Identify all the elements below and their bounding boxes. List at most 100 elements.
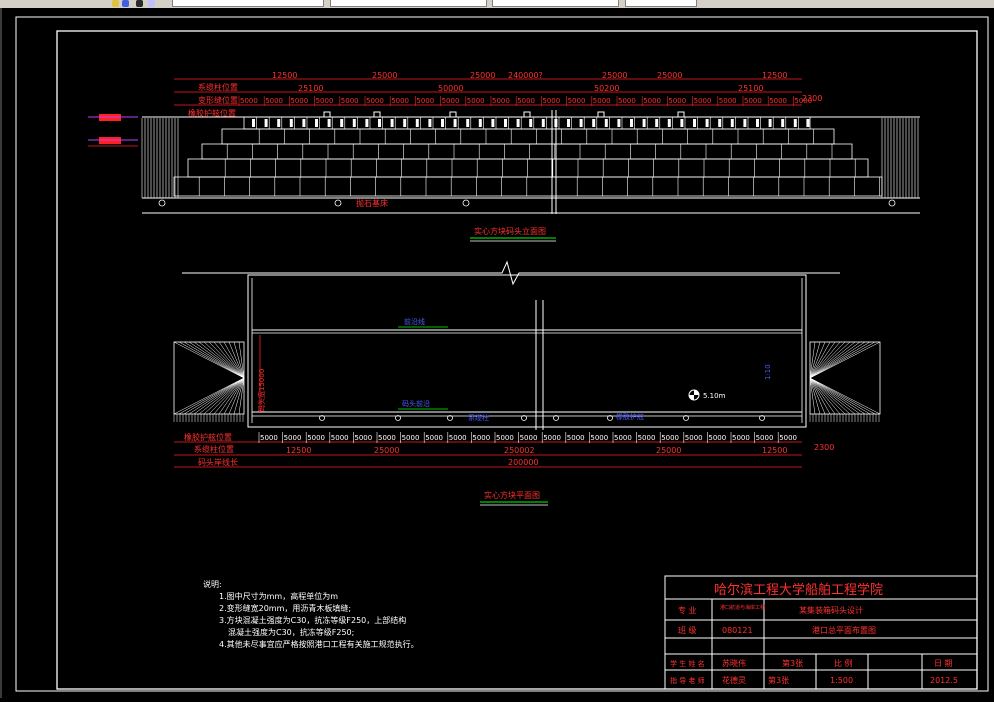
plan-slope-line xyxy=(193,377,245,415)
elev-fender xyxy=(592,119,596,127)
notes-item-1: 1.图中尺寸为mm，高程单位为m xyxy=(219,591,338,601)
elevation-view: 系缆柱位置 变形缝位置 橡胶护舷位置 12500 25000 25000 240… xyxy=(88,71,920,242)
plan-fender-dim: 5000 xyxy=(661,434,679,442)
plan-slope-line xyxy=(809,341,836,379)
title-block-frame xyxy=(664,575,978,690)
plan-slope-line xyxy=(809,341,851,379)
plan-slope-line xyxy=(809,341,871,379)
plan-bollard xyxy=(683,415,689,421)
elev-block-course xyxy=(173,176,883,197)
plan-fender-dim: 5000 xyxy=(378,434,396,442)
elev-fender-dim: 5000 xyxy=(492,97,510,105)
elev-block-courses xyxy=(158,111,896,207)
elev-fender-dim: 5000 xyxy=(290,97,308,105)
plan-slope-line xyxy=(809,377,831,415)
notes-item-3: 3.方块混凝土强度为C30，抗冻等级F250，上部结构 xyxy=(219,615,406,625)
elev-fender xyxy=(604,119,608,127)
elev-fender-dim: 5000 xyxy=(442,97,460,105)
elev-fender xyxy=(806,119,810,127)
elev-fender xyxy=(579,119,583,127)
plan-slope-line xyxy=(183,377,245,415)
elev-fender-dim: 5000 xyxy=(694,97,712,105)
elev-fender-dim: 5000 xyxy=(794,97,812,105)
plan-slope-line xyxy=(809,377,816,415)
plan-label-fender: 橡胶护舷 xyxy=(616,412,644,421)
elev-fender-dim: 5000 xyxy=(593,97,611,105)
plan-dim2-0: 12500 xyxy=(286,446,311,455)
elev-fender-dim: 5000 xyxy=(643,97,661,105)
plan-slope-line xyxy=(198,341,245,379)
lineweight-dropdown[interactable] xyxy=(625,0,697,7)
plan-bollard xyxy=(447,415,453,421)
layer-state-icon[interactable] xyxy=(122,0,129,7)
elev-fender xyxy=(365,119,369,127)
elev-bollard xyxy=(597,111,605,118)
plan-fender-dim: 5000 xyxy=(732,434,750,442)
elev-label-bollard: 系缆柱位置 xyxy=(198,82,238,92)
elev-stone xyxy=(888,199,896,207)
plan-fender-dim: 5000 xyxy=(425,434,443,442)
tb-advisor-value: 花德灵 xyxy=(722,675,746,685)
tb-sheet-2: 第3张 xyxy=(768,675,789,685)
layer-props-icon[interactable] xyxy=(136,0,143,7)
plan-slope-line xyxy=(809,341,846,379)
layer-icon[interactable] xyxy=(112,0,119,7)
plan-fender-dim: 5000 xyxy=(779,434,797,442)
plan-fender-dim: 5000 xyxy=(284,434,302,442)
elev-fender xyxy=(529,119,533,127)
plan-bollard xyxy=(395,415,401,421)
plan-slope-line xyxy=(208,377,245,415)
elev-fender xyxy=(352,119,356,127)
tb-date-value: 2012.5 xyxy=(930,676,958,685)
elev-block-course xyxy=(187,158,869,178)
elev-fender-dims: 5000 5000 5000 5000 5000 5000 5000 5000 5000 5000… xyxy=(238,96,812,106)
plan-slope-line xyxy=(183,341,245,379)
layer-color-icon[interactable] xyxy=(148,0,155,7)
plan-slope-line xyxy=(178,377,245,415)
linetype-dropdown[interactable] xyxy=(492,0,619,7)
drawing-canvas[interactable]: 系缆柱位置 变形缝位置 橡胶护舷位置 12500 25000 25000 240… xyxy=(0,8,994,698)
elev-fender-dim: 5000 xyxy=(265,97,283,105)
plan-slope-line xyxy=(809,377,841,415)
plan-label-length-row: 码头岸线长 xyxy=(198,457,238,467)
elev-bollard xyxy=(323,111,331,118)
plan-slope-line xyxy=(193,341,245,379)
plan-elevation-marker-fill xyxy=(689,390,699,400)
plan-fender-dim: 5000 xyxy=(590,434,608,442)
elev-fender xyxy=(403,119,407,127)
elev-dim1-4: 25000 xyxy=(602,71,627,80)
plan-slope-line xyxy=(223,377,245,415)
tb-scale-label: 比 例 xyxy=(834,658,853,668)
elev-fender-dim: 5000 xyxy=(568,97,586,105)
elev-fender xyxy=(781,119,785,127)
elev-fender-dim: 5000 xyxy=(316,97,334,105)
elev-fender-dim: 5000 xyxy=(391,97,409,105)
elev-fender xyxy=(541,119,545,127)
elev-fender xyxy=(630,119,633,127)
elev-block-course xyxy=(221,128,835,145)
elev-fender xyxy=(441,119,444,127)
plan-fender-dim: 5000 xyxy=(260,434,278,442)
elev-fender xyxy=(667,119,671,127)
plan-slope-line xyxy=(809,377,876,415)
plan-fender-dim: 5000 xyxy=(307,434,325,442)
layer-dropdown[interactable] xyxy=(172,0,324,7)
plan-slope-line xyxy=(178,341,245,379)
plan-slope-line xyxy=(809,377,856,415)
plan-slope-line xyxy=(809,341,861,379)
plan-label-fender-row: 橡胶护舷位置 xyxy=(184,432,232,442)
elev-bed-note: 抛石基床 xyxy=(356,198,388,208)
plan-fender-dim: 5000 xyxy=(543,434,561,442)
elev-label-joint: 变形缝位置 xyxy=(198,95,238,105)
notes-item-4: 混凝土强度为C30，抗冻等级F250; xyxy=(228,627,354,637)
plan-fender-dim: 5000 xyxy=(496,434,514,442)
plan-dim2-4: 12500 xyxy=(762,446,787,455)
plan-elevation-value: 5.10m xyxy=(703,392,726,400)
plan-slope-line xyxy=(809,341,876,379)
color-dropdown[interactable] xyxy=(330,0,487,7)
plan-label-bollard-row: 系缆柱位置 xyxy=(194,444,234,454)
elev-fender xyxy=(390,119,394,127)
elev-fender xyxy=(756,119,759,127)
cad-drawing[interactable]: 系缆柱位置 变形缝位置 橡胶护舷位置 12500 25000 25000 240… xyxy=(2,8,994,698)
plan-slope-line xyxy=(809,377,846,415)
